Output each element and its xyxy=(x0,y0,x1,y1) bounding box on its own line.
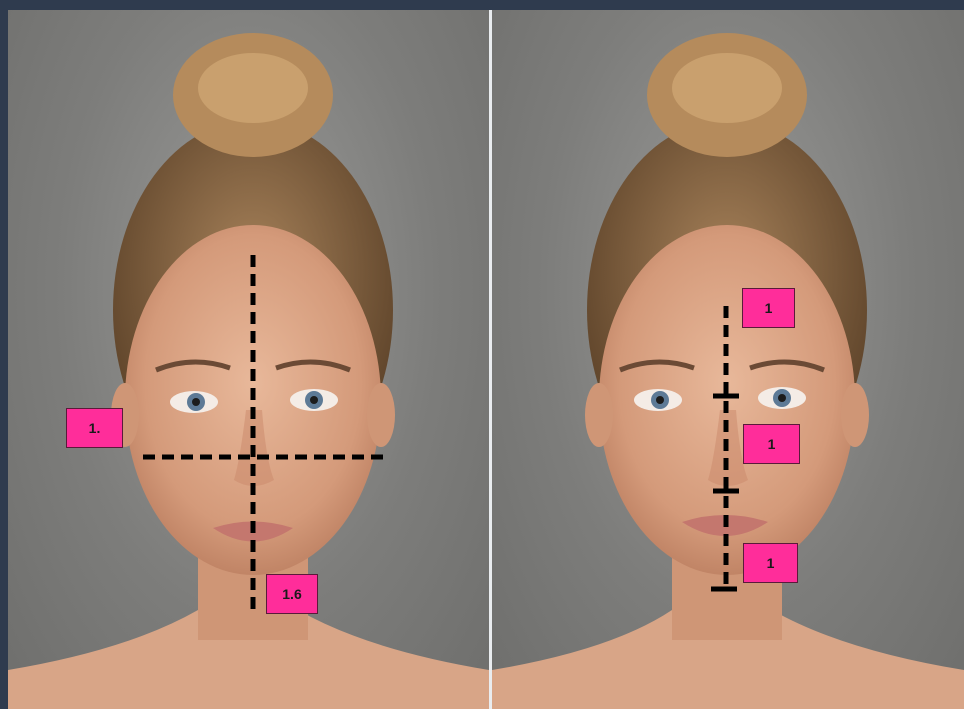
thirds-label-middle: 1 xyxy=(743,424,800,464)
thirds-label-lower: 1 xyxy=(743,543,798,583)
left-guide-lines xyxy=(8,10,489,709)
ratio-label-length: 1.6 xyxy=(266,574,318,614)
right-guide-lines xyxy=(492,10,964,709)
left-portrait-panel: 1. 1.6 xyxy=(8,10,489,709)
right-portrait-panel: 1 1 1 xyxy=(492,10,964,709)
ratio-label-width: 1. xyxy=(66,408,123,448)
thirds-label-upper: 1 xyxy=(742,288,795,328)
